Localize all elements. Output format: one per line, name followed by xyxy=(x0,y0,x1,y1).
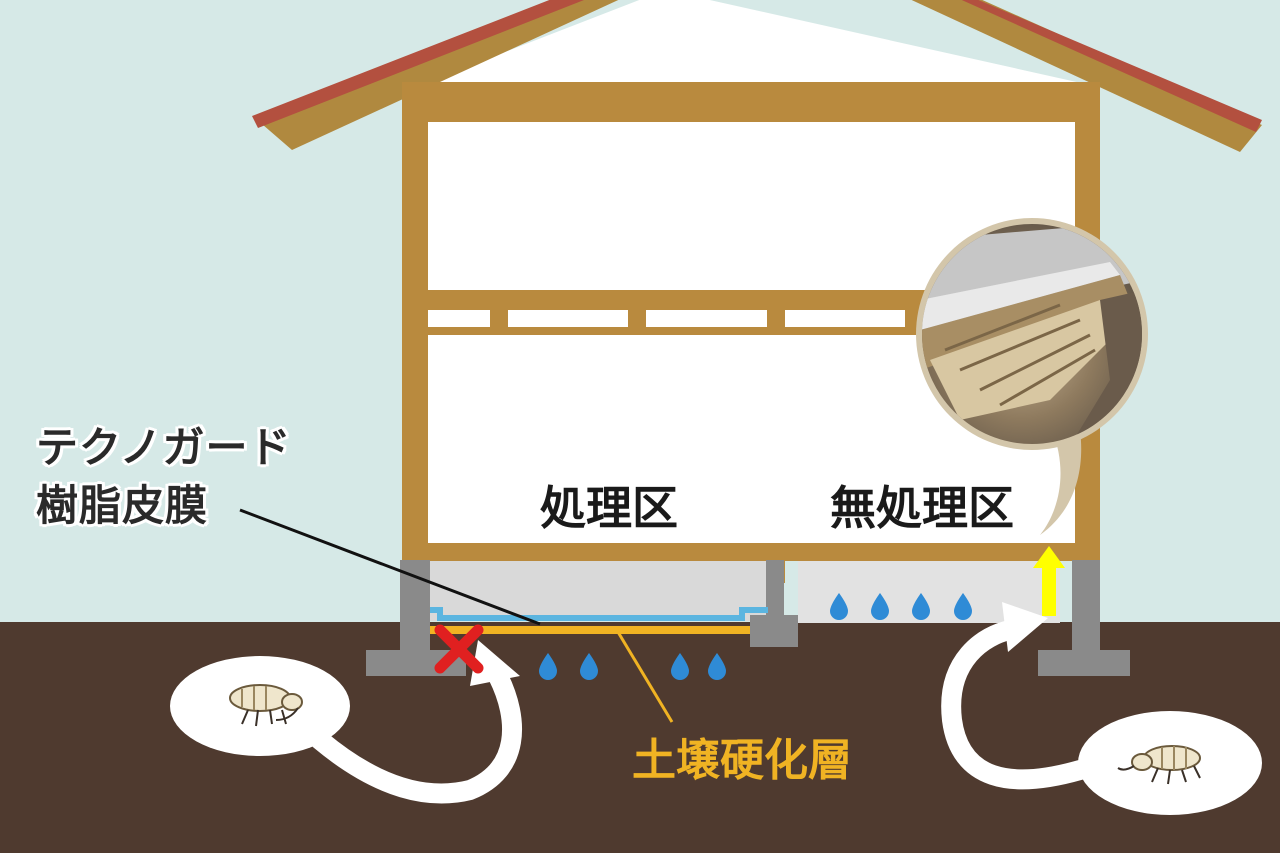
water-drop xyxy=(871,593,889,620)
termite-icon xyxy=(229,684,303,727)
water-drop xyxy=(708,653,726,680)
treated-zone-label: 処理区 xyxy=(540,481,678,535)
termite-path-left-arrowhead xyxy=(470,640,520,686)
soil-hardened-layer-label: 土壌硬化層 xyxy=(632,735,852,786)
water-drop xyxy=(830,593,848,620)
resin-film-leader xyxy=(239,508,541,626)
block-x-mark xyxy=(434,624,484,674)
crawl-space-treated xyxy=(428,561,770,621)
termite-path-left xyxy=(310,666,523,804)
attic-gable xyxy=(420,0,1090,85)
water-drop xyxy=(539,653,557,680)
resin-film-label-line2: 樹脂皮膜 xyxy=(36,481,209,530)
soil-hardened-layer xyxy=(430,626,750,634)
intrusion-arrow-shaft xyxy=(1042,566,1056,616)
water-drop xyxy=(580,653,598,680)
untreated-zone-label: 無処理区 xyxy=(830,481,1014,535)
soil-layer-leader xyxy=(616,631,674,723)
roof-left xyxy=(255,0,619,150)
water-drop xyxy=(954,593,972,620)
termite-damage-photo xyxy=(922,224,1142,444)
photo-bubble-tail xyxy=(1040,430,1082,535)
termite-icon xyxy=(1117,745,1201,785)
water-drop xyxy=(671,653,689,680)
intrusion-arrow-head xyxy=(1033,546,1065,568)
termite-path-right-arrowhead xyxy=(1002,602,1048,652)
resin-film xyxy=(430,607,768,621)
water-drop xyxy=(912,593,930,620)
roof-left-edge xyxy=(252,0,584,128)
resin-film-label-line1: テクノガード xyxy=(36,423,292,472)
termite-path-right xyxy=(941,620,1090,790)
roof-right-edge xyxy=(961,0,1262,132)
roof-right xyxy=(911,0,1262,152)
water-drops xyxy=(539,593,972,680)
